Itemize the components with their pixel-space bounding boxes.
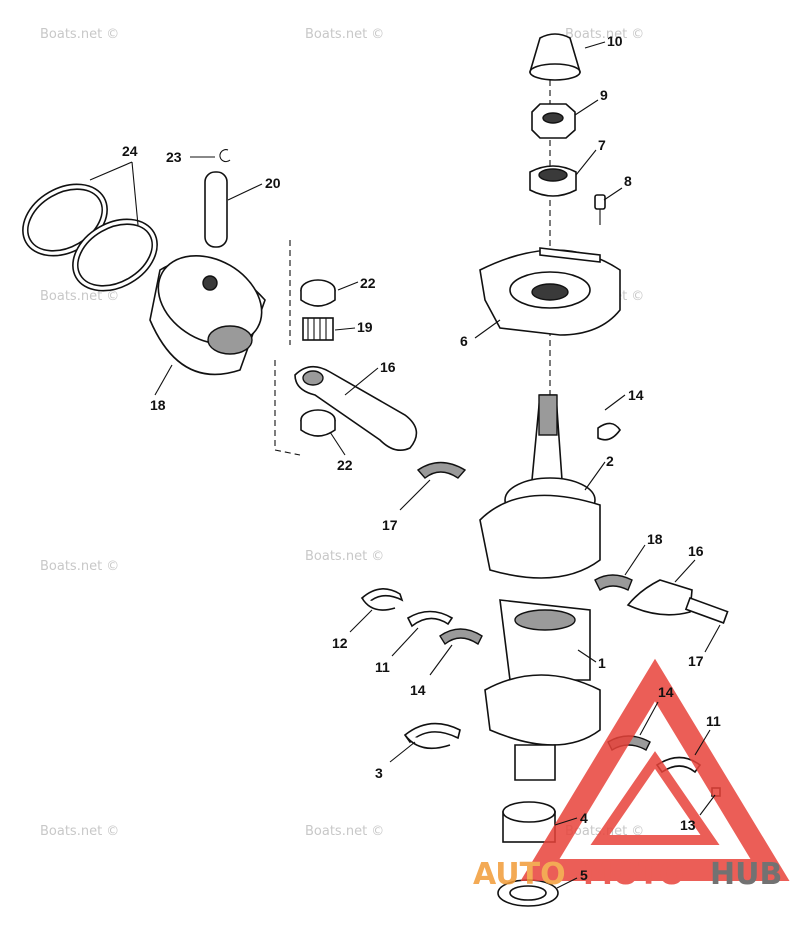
part-18-bearing-right <box>594 574 633 592</box>
callout-14-right: 14 <box>658 684 674 700</box>
part-21-pin <box>204 171 228 248</box>
callouts: 10 9 7 8 6 14 2 1 24 23 20 22 19 16 18 2… <box>89 33 721 889</box>
part-12-ring <box>360 588 404 611</box>
part-10-cap <box>529 33 581 81</box>
callout-10: 10 <box>607 33 623 49</box>
callout-2: 2 <box>606 453 614 469</box>
callout-22-bottom: 22 <box>337 457 353 473</box>
part-16-cap-right <box>626 579 729 624</box>
callout-4: 4 <box>580 810 588 826</box>
callout-19: 18 <box>150 397 166 413</box>
part-4-bearing <box>502 801 556 843</box>
callout-22-top: 22 <box>360 275 376 291</box>
logo-inner-triangle-icon <box>590 751 720 845</box>
piston-guide-lines <box>274 240 301 456</box>
part-8-screw <box>594 194 606 225</box>
part-11-ring-left <box>406 610 454 628</box>
callout-24: 24 <box>122 143 138 159</box>
callout-14-left: 14 <box>410 682 426 698</box>
part-7-bearing <box>529 165 577 197</box>
callout-18-top: 17 <box>382 517 398 533</box>
callout-9: 9 <box>600 87 608 103</box>
watermark: Boats.net © <box>40 824 119 839</box>
watermark: Boats.net © <box>305 824 384 839</box>
callout-1: 1 <box>598 655 606 671</box>
callout-15: 14 <box>628 387 644 403</box>
callout-16-rod: 16 <box>380 359 396 375</box>
watermark: Boats.net © <box>305 27 384 42</box>
callout-21: 20 <box>265 175 281 191</box>
part-9-nut <box>531 103 576 139</box>
watermark: Boats.net © <box>305 549 384 564</box>
part-11-ring-right <box>655 756 702 774</box>
automotohub-logo: AUTO MOTO HUB <box>473 658 790 892</box>
part-5-washer <box>497 879 559 907</box>
part-18-bearing-top <box>416 461 467 479</box>
callout-16-cap: 16 <box>688 543 704 559</box>
part-16-rod <box>294 365 418 451</box>
callout-8: 8 <box>624 173 632 189</box>
part-22-washer-bottom <box>300 409 336 437</box>
part-14-bearing-left <box>439 628 483 646</box>
part-19-piston <box>149 254 266 376</box>
part-15-key <box>597 422 621 441</box>
callout-23: 23 <box>166 149 182 165</box>
part-24-rings <box>22 183 158 292</box>
callout-18-right: 18 <box>647 531 663 547</box>
logo-text-hub: HUB <box>710 857 782 892</box>
callout-5: 5 <box>580 867 588 883</box>
part-3-ring <box>403 722 461 750</box>
logo-triangle-icon <box>520 658 790 881</box>
part-6-plate <box>479 247 621 336</box>
part-20-needle-bearing <box>302 317 334 341</box>
callout-13: 13 <box>680 817 696 833</box>
part-1-crankshaft <box>479 394 601 781</box>
callout-17: 17 <box>688 653 704 669</box>
watermark: Boats.net © <box>40 27 119 42</box>
logo-text-auto: AUTO <box>473 857 566 892</box>
callout-6: 6 <box>460 333 468 349</box>
watermark: Boats.net © <box>40 289 119 304</box>
part-22-washer-top <box>300 279 336 307</box>
watermark: Boats.net © <box>40 559 119 574</box>
callout-12: 12 <box>332 635 348 651</box>
logo-text-moto: MOTO <box>583 857 684 892</box>
callout-20: 19 <box>357 319 373 335</box>
callout-11-left: 11 <box>375 659 390 675</box>
callout-11-right: 11 <box>706 713 721 729</box>
part-23-clip <box>219 149 231 163</box>
callout-7: 7 <box>598 137 606 153</box>
watermark: Boats.net © <box>565 27 644 42</box>
callout-3: 3 <box>375 765 383 781</box>
